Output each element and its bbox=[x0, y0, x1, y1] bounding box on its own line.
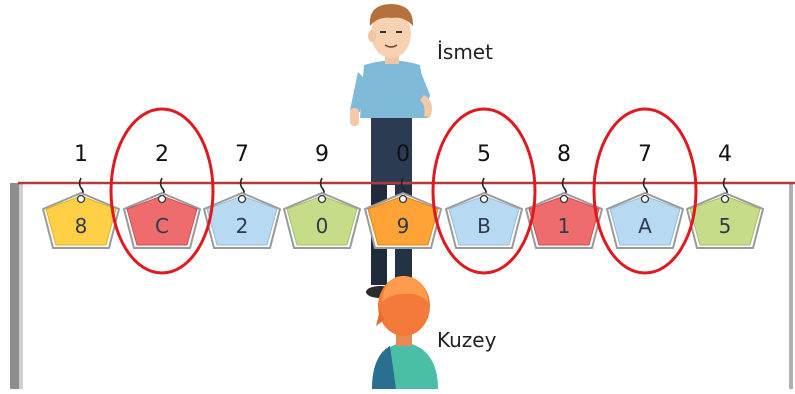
tag-6: B bbox=[445, 177, 523, 249]
tag-hole bbox=[76, 194, 86, 204]
tag-1: 8 bbox=[42, 177, 120, 249]
tag-hole bbox=[720, 194, 730, 204]
tag-hole bbox=[559, 194, 569, 204]
tag-body bbox=[45, 195, 117, 246]
top-number-1: 1 bbox=[74, 142, 88, 167]
top-number-8: 7 bbox=[638, 142, 652, 167]
tag-label: 1 bbox=[558, 214, 571, 238]
wall-left-edge bbox=[10, 183, 19, 389]
highlight-circle bbox=[592, 107, 698, 275]
tag-label: 9 bbox=[397, 214, 410, 238]
top-number-6: 5 bbox=[477, 142, 491, 167]
tag-hole bbox=[237, 194, 247, 204]
tag-body bbox=[126, 195, 198, 246]
circles-layer bbox=[109, 107, 698, 275]
tag-8: A bbox=[606, 177, 684, 249]
top-number-9: 4 bbox=[718, 142, 732, 167]
tag-hole bbox=[317, 194, 327, 204]
tag-3: 2 bbox=[203, 177, 281, 249]
tag-body bbox=[609, 195, 681, 246]
tag-body bbox=[448, 195, 520, 246]
top-person-name: İsmet bbox=[437, 40, 493, 64]
tag-body bbox=[286, 195, 358, 246]
top-person-ismet bbox=[350, 4, 432, 298]
top-number-2: 2 bbox=[155, 142, 169, 167]
tag-5: 9 bbox=[364, 177, 442, 249]
top-number-5: 0 bbox=[396, 142, 410, 167]
wall-right-edge bbox=[789, 183, 793, 389]
tag-hole bbox=[479, 194, 489, 204]
top-number-4: 9 bbox=[315, 142, 329, 167]
tags-layer: 8 C 2 0 9 B 1 A 5 bbox=[42, 177, 764, 249]
tag-label: 8 bbox=[75, 214, 88, 238]
top-number-3: 7 bbox=[235, 142, 249, 167]
top-number-7: 8 bbox=[557, 142, 571, 167]
tag-4: 0 bbox=[283, 177, 361, 249]
tag-hole bbox=[640, 194, 650, 204]
tag-body bbox=[367, 195, 439, 246]
wall-left-shadow bbox=[19, 183, 23, 389]
tag-label: A bbox=[638, 214, 652, 238]
tag-2: C bbox=[123, 177, 201, 249]
tag-label: 0 bbox=[316, 214, 329, 238]
bottom-person-name: Kuzey bbox=[437, 328, 497, 352]
tag-label: 2 bbox=[236, 214, 249, 238]
highlight-circle bbox=[109, 107, 215, 275]
bottom-person-kuzey bbox=[372, 276, 438, 389]
highlight-circle bbox=[431, 107, 537, 275]
tag-hole bbox=[398, 194, 408, 204]
tag-7: 1 bbox=[525, 177, 603, 249]
tag-label: B bbox=[477, 214, 491, 238]
tag-label: C bbox=[155, 214, 169, 238]
tag-hole bbox=[157, 194, 167, 204]
tag-label: 5 bbox=[719, 214, 732, 238]
tag-9: 5 bbox=[686, 177, 764, 249]
